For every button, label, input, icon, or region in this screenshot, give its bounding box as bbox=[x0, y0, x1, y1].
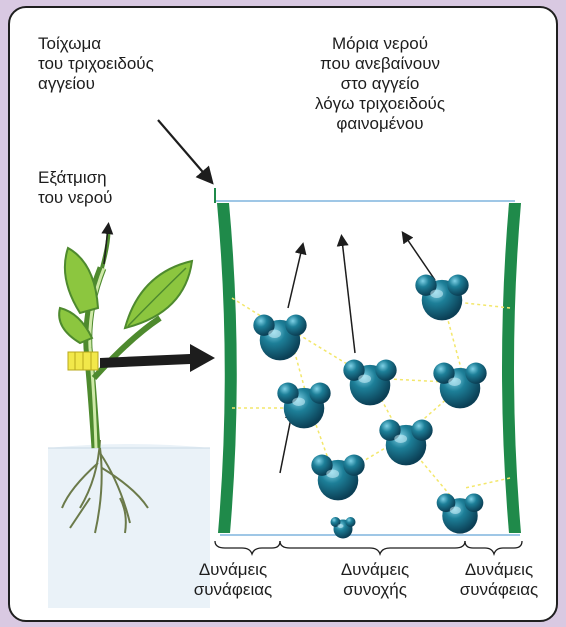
force-brackets bbox=[215, 541, 522, 554]
capillary-tube bbox=[215, 188, 521, 535]
adhesion-right-label: Δυνάμεις συνάφειας bbox=[444, 560, 554, 600]
molecules-label: Μόρια νερού που ανεβαίνουν στο αγγείο λό… bbox=[285, 34, 475, 134]
cohesion-label: Δυνάμεις συνοχής bbox=[320, 560, 430, 600]
arrow-icon bbox=[100, 344, 215, 372]
adhesion-left-label: Δυνάμεις συνάφειας bbox=[178, 560, 288, 600]
water-molecule-icon bbox=[253, 275, 486, 539]
wall-pointer-arrow bbox=[158, 120, 208, 178]
evaporation-label: Εξάτμιση του νερού bbox=[38, 168, 112, 208]
diagram-panel: Τοίχωμα του τριχοειδούς αγγείου Μόρια νε… bbox=[8, 6, 558, 622]
wall-label: Τοίχωμα του τριχοειδούς αγγείου bbox=[38, 34, 154, 94]
